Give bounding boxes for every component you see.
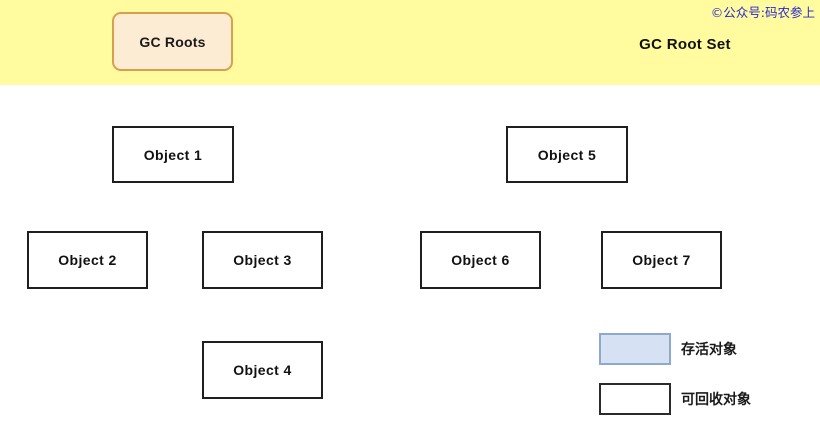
object-node-label: Object 3 [233, 252, 292, 268]
object-node-label: Object 2 [58, 252, 117, 268]
legend-swatch-collectable-object [599, 383, 671, 415]
gc-root-set-title: GC Root Set [639, 36, 731, 53]
object-node[interactable]: Object 3 [202, 231, 323, 289]
object-node[interactable]: Object 5 [506, 126, 628, 183]
legend-label-collectable-object: 可回收对象 [681, 392, 751, 408]
object-node[interactable]: Object 7 [601, 231, 722, 289]
legend-item: 可回收对象 [599, 381, 751, 417]
legend: 存活对象 可回收对象 [599, 331, 751, 430]
object-node-label: Object 1 [143, 146, 203, 163]
legend-swatch-alive-object [599, 333, 671, 365]
object-node-label: Object 7 [632, 252, 691, 268]
object-node-label: Object 6 [451, 252, 510, 268]
gc-roots-node[interactable]: GC Roots [112, 12, 233, 71]
watermark-text: ©公众号:码农参上 [710, 5, 815, 20]
object-node[interactable]: Object 2 [27, 231, 148, 289]
legend-label-alive-object: 存活对象 [681, 342, 737, 358]
object-node[interactable]: Object 4 [202, 341, 323, 399]
gc-root-set-banner: ©公众号:码农参上 GC Roots GC Root Set [0, 0, 820, 85]
object-node-label: Object 5 [537, 146, 597, 163]
object-node-label: Object 4 [233, 362, 292, 378]
legend-item: 存活对象 [599, 331, 751, 367]
object-node[interactable]: Object 1 [112, 126, 234, 183]
object-node[interactable]: Object 6 [420, 231, 541, 289]
gc-roots-label: GC Roots [139, 33, 206, 50]
